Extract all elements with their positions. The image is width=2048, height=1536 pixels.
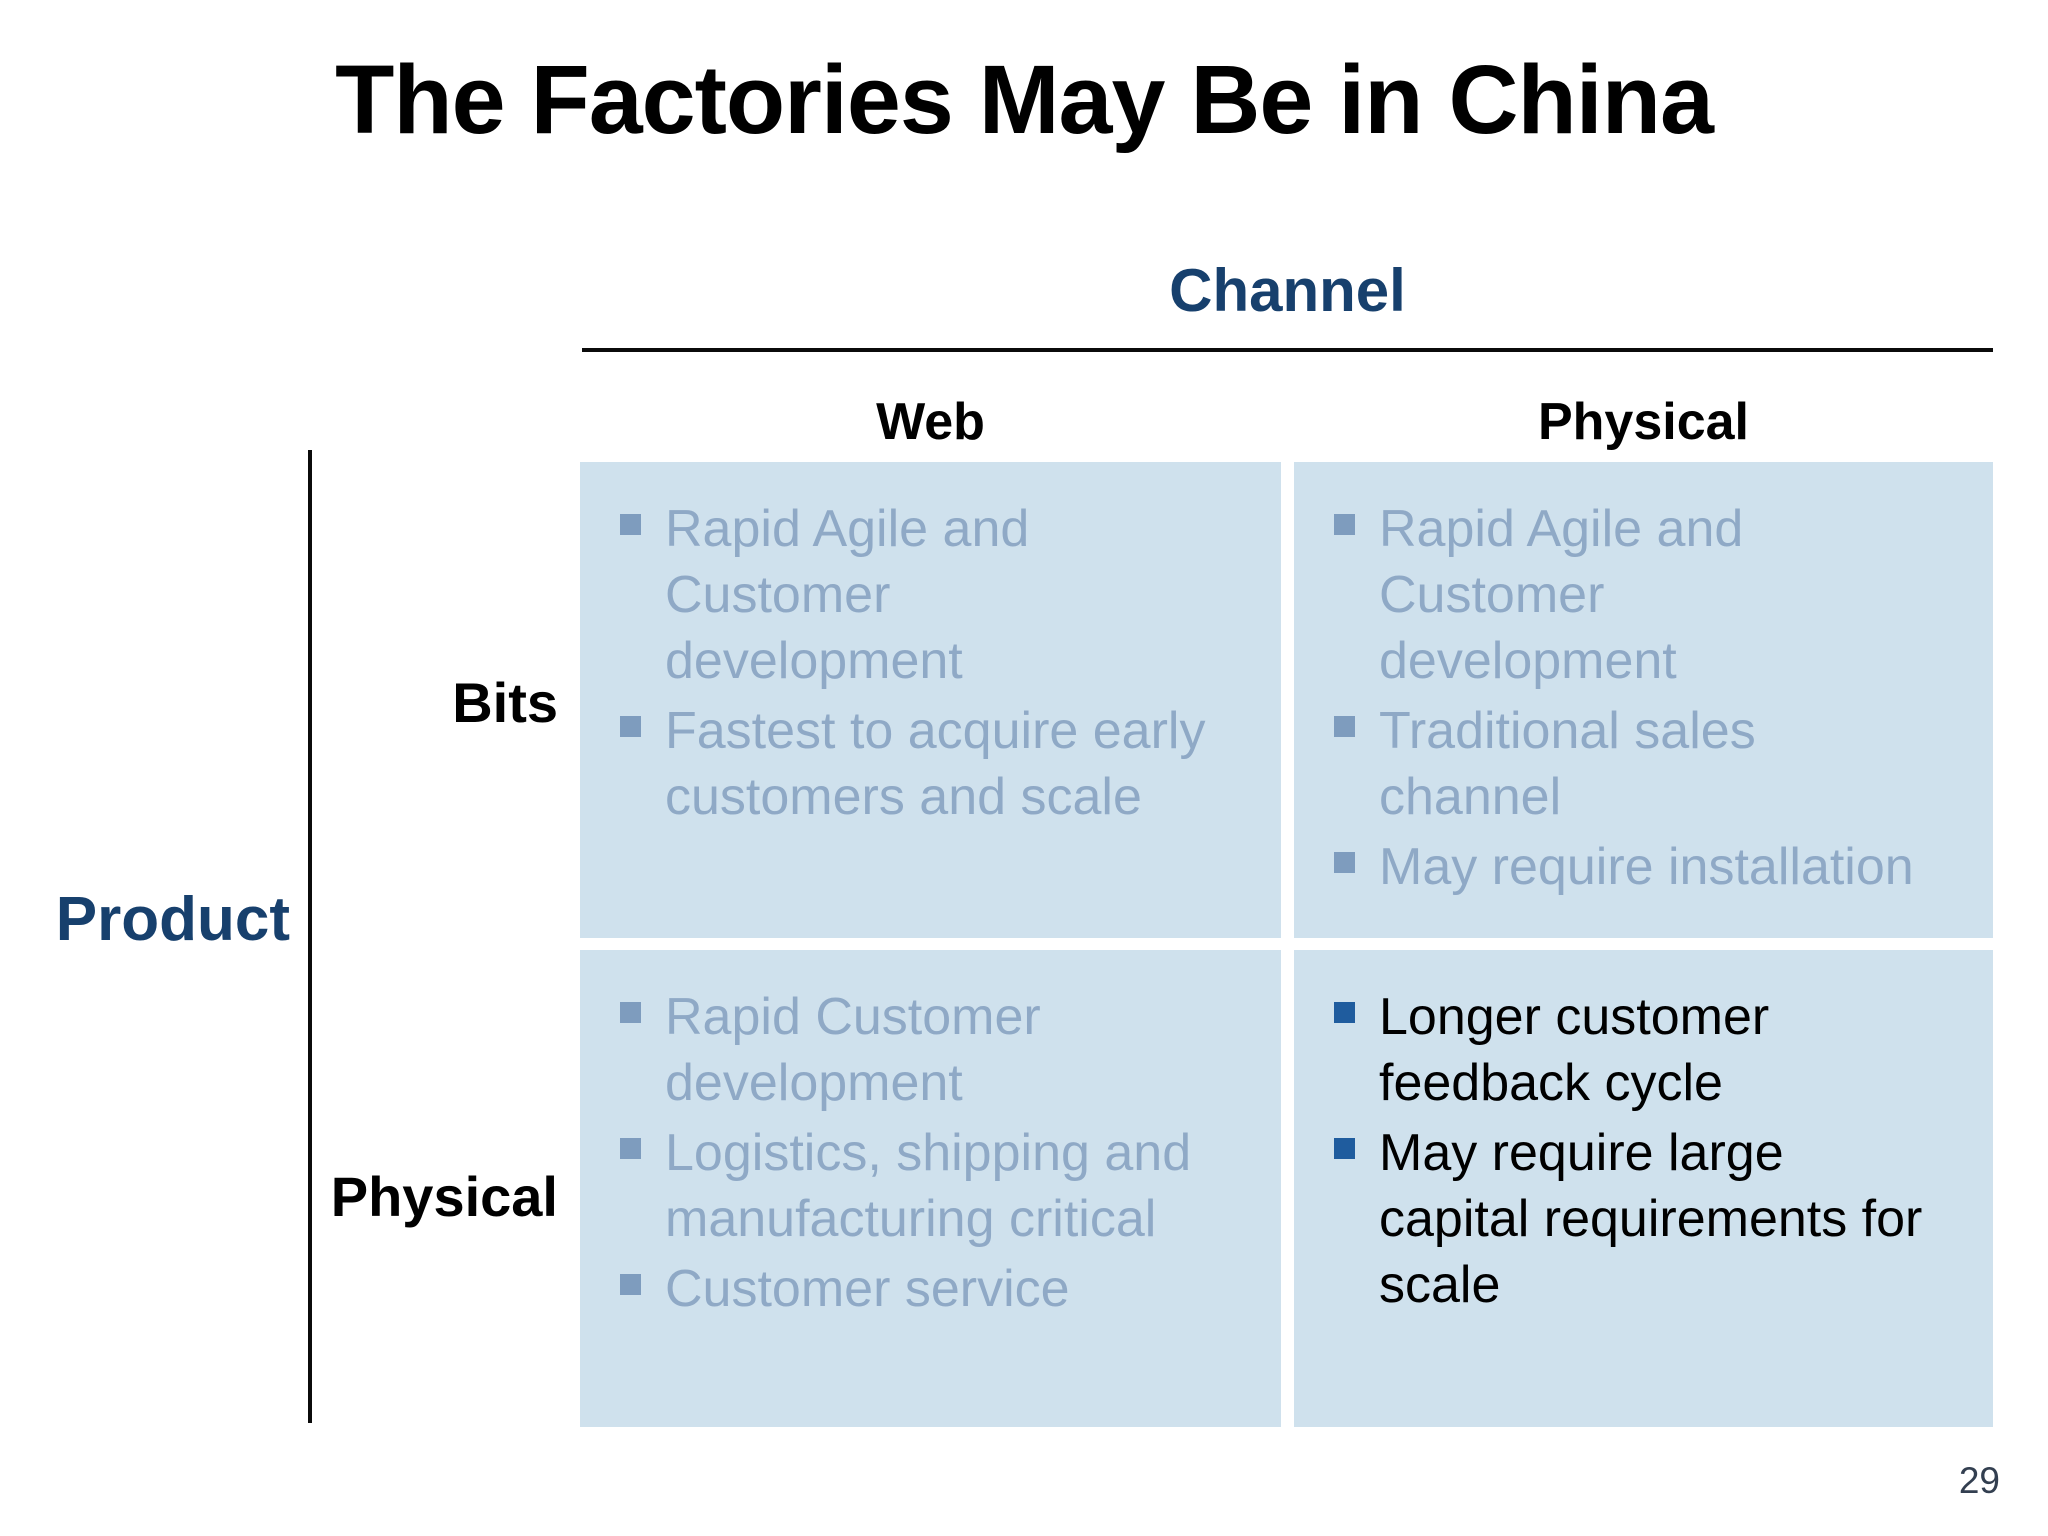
slide-title: The Factories May Be in China (335, 45, 1714, 154)
bullet-marker-icon (1334, 514, 1355, 535)
row-header-bits: Bits (452, 671, 558, 734)
bullet-line: Longer customer (1379, 988, 1770, 1046)
bullet-line: manufacturing critical (665, 1190, 1157, 1248)
page-number: 29 (1958, 1460, 2000, 1501)
bullet-marker-icon (1334, 716, 1355, 737)
bullet-marker-icon (620, 514, 641, 535)
bullet-line: May require large (1379, 1124, 1784, 1182)
bullet-line: scale (1379, 1256, 1501, 1314)
bullet-line: Rapid Agile and (1379, 500, 1744, 558)
channel-axis-label: Channel (1169, 257, 1406, 324)
bullet-item: Logistics, shipping and manufacturing cri… (580, 1120, 1220, 1252)
bullet-line: channel (1379, 768, 1562, 826)
bullet-line: Rapid Customer (665, 988, 1041, 1046)
bullet-line: Traditional sales (1379, 702, 1756, 760)
channel-axis-line (582, 348, 1993, 352)
product-axis-line (308, 450, 312, 1423)
bullet-marker-icon (620, 1002, 641, 1023)
bullet-item: Customer service (580, 1256, 1220, 1322)
bullet-line: feedback cycle (1379, 1054, 1723, 1112)
bullet-line: customers and scale (665, 768, 1142, 826)
bullet-line: Fastest to acquire early (665, 702, 1206, 760)
bullet-marker-icon (1334, 1002, 1355, 1023)
bullet-item: Longer customer feedback cycle (1294, 984, 1934, 1116)
row-header-physical: Physical (330, 1165, 558, 1228)
bullet-item: May require installation (1294, 834, 1934, 900)
bullet-item: Fastest to acquire early customers and sc… (580, 698, 1220, 830)
bullet-line: Customer (665, 566, 891, 624)
bullet-marker-icon (620, 716, 641, 737)
bullet-line: Rapid Agile and (665, 500, 1030, 558)
product-axis-label: Product (55, 885, 290, 954)
bullet-line: capital requirements for (1379, 1190, 1923, 1248)
bullet-line: Logistics, shipping and (665, 1124, 1192, 1182)
bullet-line: May require installation (1379, 838, 1914, 896)
bullet-line: Customer (1379, 566, 1605, 624)
bullet-line: Customer service (665, 1260, 1070, 1318)
bullet-marker-icon (1334, 852, 1355, 873)
bullet-marker-icon (620, 1274, 641, 1295)
bullet-item: Traditional sales channel (1294, 698, 1934, 830)
column-header-web: Web (876, 393, 985, 451)
column-header-physical: Physical (1537, 393, 1750, 451)
bullet-marker-icon (620, 1138, 641, 1159)
bullet-line: development (665, 1054, 963, 1112)
bullet-line: development (1379, 632, 1677, 690)
bullet-line: development (665, 632, 963, 690)
bullet-item: May require large capital requirements fo… (1294, 1120, 1934, 1318)
bullet-marker-icon (1334, 1138, 1355, 1159)
bullet-item: Rapid Customer development (580, 984, 1220, 1116)
